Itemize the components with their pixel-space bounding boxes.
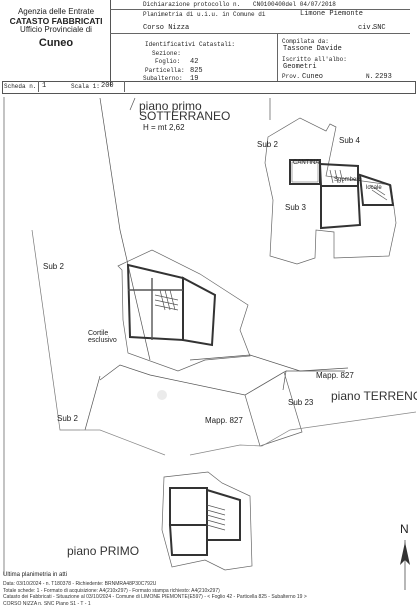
first-floor-title: piano PRIMO <box>67 544 139 558</box>
sub3-label: Sub 3 <box>285 203 306 212</box>
sub2-label-left: Sub 2 <box>43 262 64 271</box>
mapp827-label-a: Mapp. 827 <box>316 371 354 380</box>
sub2-label-top: Sub 2 <box>257 140 278 149</box>
sub23-label: Sub 23 <box>288 398 313 407</box>
locale-label: locale <box>366 185 382 191</box>
footer: Data: 03/10/2024 - n. T180378 - Richiede… <box>3 581 415 607</box>
esclusivo-label: esclusivo <box>88 337 117 344</box>
cantina-label: CANTINA <box>293 160 319 166</box>
cortile-label: Cortile <box>88 330 108 337</box>
footer-line-4: CORSO NIZZA n. SNC Piano S1 - T - 1 <box>3 601 415 607</box>
basement-title-2: SOTTERRANEO <box>139 109 230 123</box>
watermark-note: Ultima planimetria in atti <box>3 572 67 578</box>
ground-floor-title: piano TERRENO <box>331 389 417 403</box>
north-label: N <box>400 522 409 536</box>
height-note: H = mt 2,62 <box>143 123 185 132</box>
sub2-label-bottom: Sub 2 <box>57 414 78 423</box>
sub4-label: Sub 4 <box>339 136 360 145</box>
sgombero-label: Sgombero <box>334 177 362 183</box>
mapp827-label-b: Mapp. 827 <box>205 416 243 425</box>
